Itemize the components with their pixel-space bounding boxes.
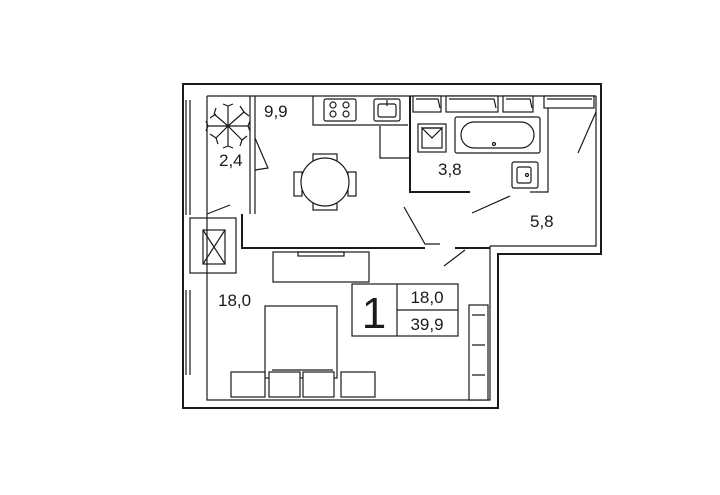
bed-icon	[230, 305, 376, 398]
stove-icon	[323, 98, 357, 122]
interior-walls	[241, 96, 549, 249]
living-area: 18,0	[410, 288, 443, 307]
balcony-area: 2,4	[219, 151, 243, 170]
dining-table-icon	[293, 153, 357, 211]
sink-icon	[373, 98, 401, 122]
shower-icon	[417, 123, 447, 153]
bathtub-icon	[454, 116, 541, 154]
total-area: 39,9	[410, 315, 443, 334]
toilet-icon	[511, 161, 539, 189]
wardrobes	[412, 95, 595, 113]
plant-icon	[205, 103, 251, 149]
bathroom-area: 3,8	[438, 160, 462, 179]
balcony-partition	[206, 96, 269, 215]
kitchen-area: 9,9	[264, 102, 288, 121]
left-window	[185, 100, 191, 375]
outer-walls	[182, 83, 602, 409]
rooms-count: 1	[362, 289, 386, 338]
kitchen-counter	[312, 96, 408, 126]
tv-stand	[272, 251, 370, 283]
bedroom-area: 18,0	[218, 291, 251, 310]
doors	[403, 111, 597, 267]
summary-badge: 1 18,0 39,9	[351, 283, 459, 338]
bedroom-wardrobe	[468, 304, 489, 401]
hall-area: 5,8	[530, 212, 554, 231]
ventilation-shaft	[189, 217, 237, 274]
